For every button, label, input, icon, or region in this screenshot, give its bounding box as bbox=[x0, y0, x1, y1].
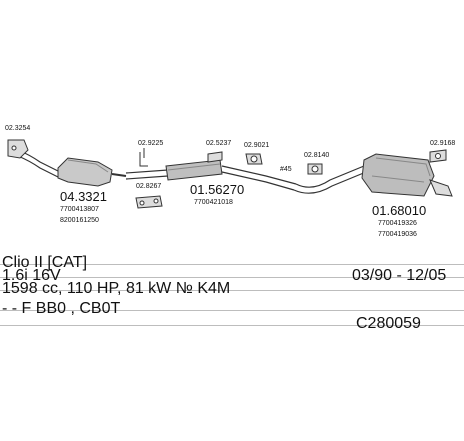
part-label-8-value: 45 bbox=[283, 166, 292, 173]
rear-silencer bbox=[361, 153, 453, 197]
part-oe-11a: 7700419326 bbox=[378, 220, 417, 227]
part-label-1: 02.3254 bbox=[5, 125, 31, 132]
catalytic-converter bbox=[57, 157, 127, 187]
part-label-10: 02.9168 bbox=[430, 140, 456, 147]
connecting-pipe-1 bbox=[125, 169, 169, 180]
vehicle-specs: 1598 cc, 110 HP, 81 kW № K4M bbox=[2, 280, 231, 297]
part-oe-6: 7700421018 bbox=[194, 199, 233, 206]
vehicle-model: Clio II [CAT] bbox=[2, 254, 88, 271]
rubber-mount-part-9 bbox=[307, 163, 323, 175]
gasket-part-4 bbox=[135, 195, 163, 209]
rubber-mount-part-7 bbox=[245, 153, 263, 165]
manifold-flange bbox=[7, 139, 29, 159]
part-label-8: #45 bbox=[280, 166, 292, 173]
info-row-engine: 1.6i 16V 03/90 - 12/05 bbox=[0, 265, 464, 284]
part-code-11: 01.68010 bbox=[372, 203, 427, 218]
diagram-reference: C280059 bbox=[356, 315, 421, 332]
intermediate-pipe bbox=[221, 165, 297, 191]
part-oe-11b: 7700419036 bbox=[378, 231, 417, 238]
info-row-model: Clio II [CAT] bbox=[0, 252, 464, 271]
part-label-3: 02.9225 bbox=[138, 140, 164, 147]
info-row-specs: 1598 cc, 110 HP, 81 kW № K4M bbox=[0, 278, 464, 297]
rubber-mount-part-10 bbox=[429, 149, 447, 163]
part-code-6: 01.56270 bbox=[190, 182, 245, 197]
vehicle-years: 03/90 - 12/05 bbox=[352, 267, 447, 284]
part-label-5: 02.5237 bbox=[206, 140, 232, 147]
info-row-ref: C280059 bbox=[0, 313, 464, 332]
part-oe-2b: 8200161250 bbox=[60, 217, 99, 224]
info-row-chassis: - - F BB0 , CB0T bbox=[0, 298, 464, 317]
part-label-9: 02.8140 bbox=[304, 152, 330, 159]
clamp-part-3 bbox=[139, 148, 148, 167]
part-label-4: 02.8267 bbox=[136, 183, 162, 190]
rear-pipe bbox=[293, 165, 367, 194]
part-oe-2a: 7700413807 bbox=[60, 206, 99, 213]
vehicle-chassis: - - F BB0 , CB0T bbox=[2, 300, 121, 317]
clamp-part-5 bbox=[207, 151, 223, 163]
part-label-7: 02.9021 bbox=[244, 142, 270, 149]
vehicle-engine: 1.6i 16V bbox=[2, 267, 61, 284]
middle-silencer bbox=[165, 159, 223, 181]
part-code-2: 04.3321 bbox=[60, 189, 107, 204]
